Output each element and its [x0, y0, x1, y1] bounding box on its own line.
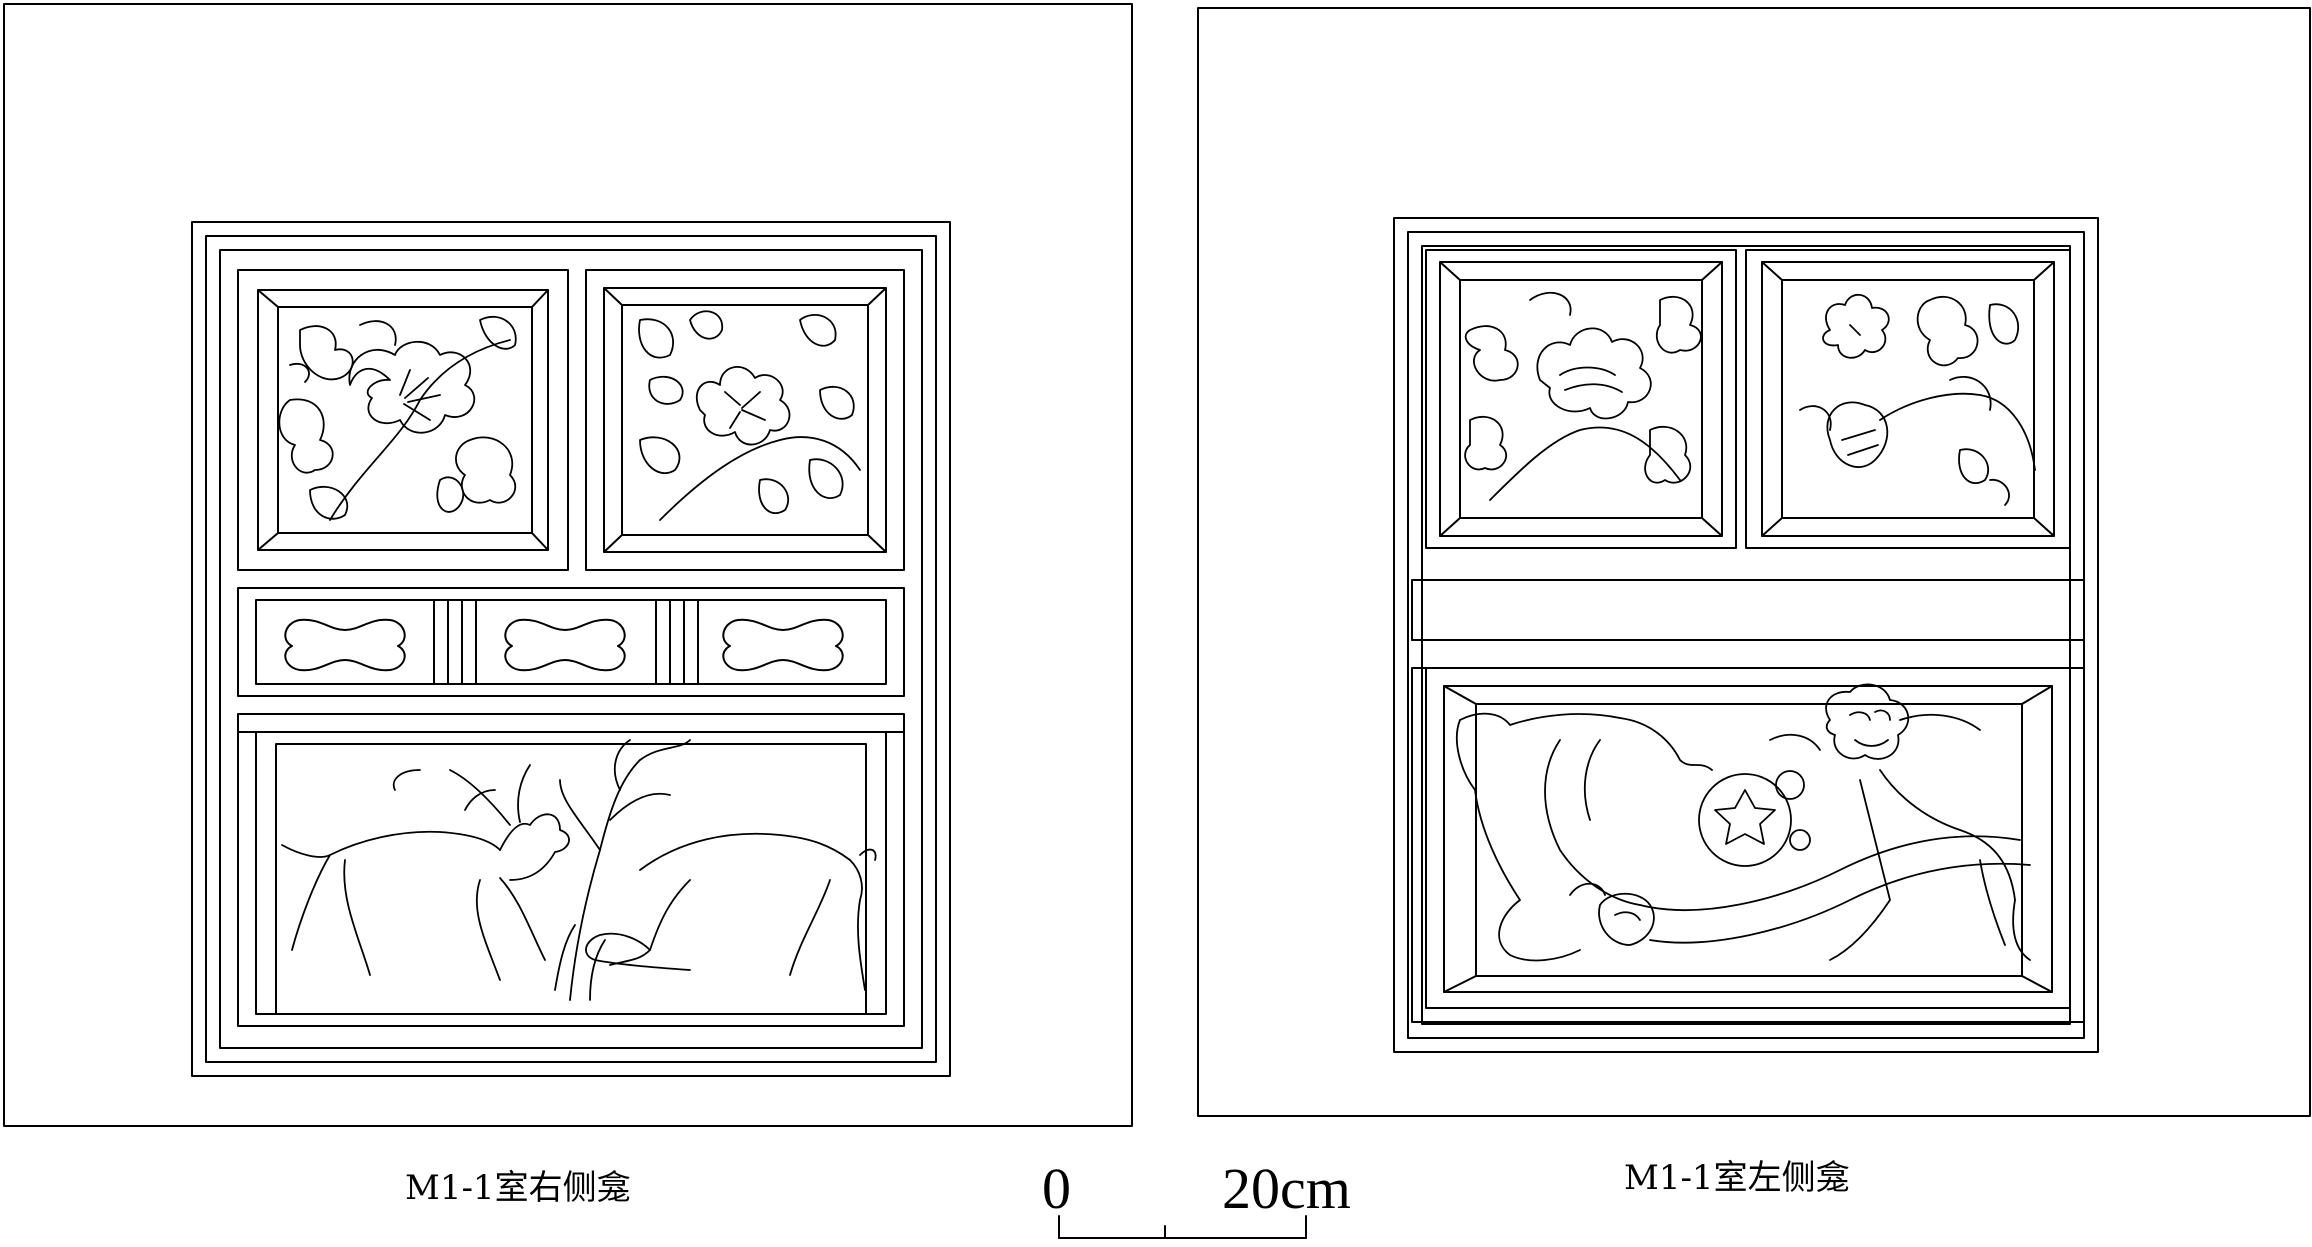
- left-niche-bottom-panel: [1412, 668, 2084, 1022]
- cartouche-2: [505, 620, 624, 670]
- cartouche-3: [723, 620, 842, 670]
- left-niche-top-right-panel: [1746, 250, 2070, 548]
- right-niche-top-right-panel: [586, 270, 904, 570]
- flower-leaf-carving: [279, 317, 515, 520]
- lion-with-ball-carving: [1457, 684, 2030, 960]
- scale-zero-label: 0: [1042, 1156, 1071, 1221]
- left-niche-drawing: [1198, 8, 2310, 1116]
- left-niche-top-left-panel: [1426, 250, 1736, 548]
- left-niche-frame: [1394, 218, 2098, 1052]
- left-niche-middle-rail: [1412, 580, 2084, 640]
- cartouche-1: [285, 620, 404, 670]
- lotus-carving: [1800, 295, 2035, 505]
- right-niche-bottom-panel: [238, 714, 904, 1026]
- scale-end-label: 20cm: [1222, 1156, 1351, 1221]
- peony-carving: [1465, 293, 1701, 500]
- embroidered-ball: [1699, 774, 1791, 866]
- two-deer-carving: [282, 740, 876, 1000]
- flower-branch-carving: [639, 311, 860, 520]
- right-niche-middle-rail: [238, 588, 904, 696]
- right-niche-frame: [192, 222, 950, 1076]
- right-niche-outer-border: [4, 4, 1132, 1126]
- right-niche-caption: M1-1室右侧龛: [405, 1168, 631, 1208]
- scale-bar: [1059, 1216, 1306, 1238]
- left-niche-caption: M1-1室左侧龛: [1624, 1158, 1850, 1198]
- right-niche-drawing: [4, 4, 1132, 1126]
- right-niche-top-left-panel: [238, 270, 568, 570]
- left-niche-outer-border: [1198, 8, 2310, 1116]
